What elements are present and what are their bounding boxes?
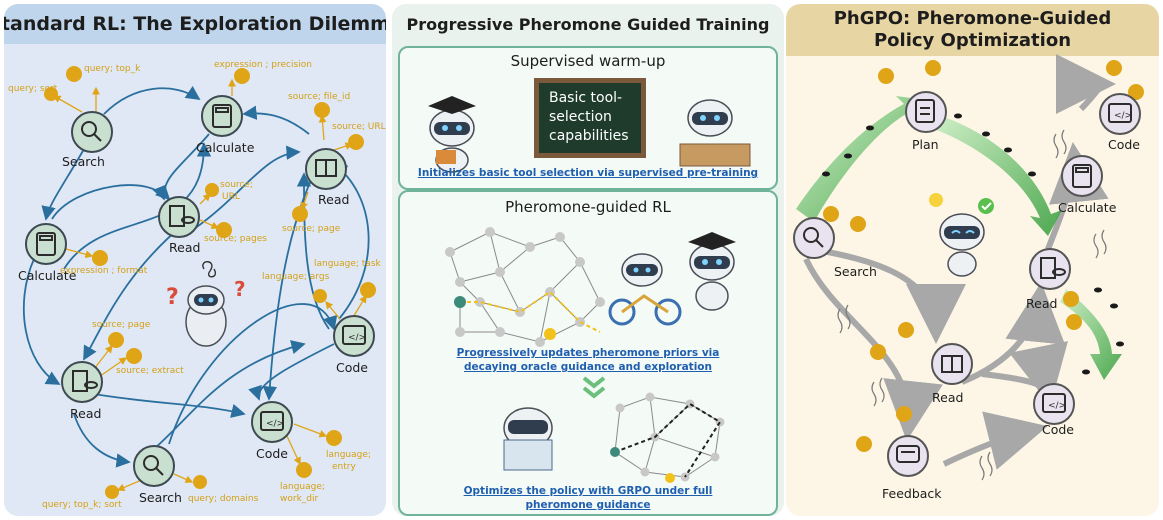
param-label: source; file_id	[288, 92, 351, 102]
board-text: Basic tool-	[549, 90, 623, 106]
node-label: Read	[1026, 296, 1058, 311]
grpo-caption: Optimizes the policy with GRPO under ful…	[410, 484, 766, 512]
plan-node	[905, 91, 947, 133]
professor-robot-icon	[688, 232, 736, 311]
param-label: query; top_k; sort	[42, 500, 122, 510]
node-label: Read	[169, 240, 201, 255]
node-label: Search	[62, 154, 105, 169]
param-label: language;	[326, 450, 371, 460]
search-node	[793, 217, 835, 259]
panel-title: Standard RL: The Exploration Dilemma	[4, 4, 386, 44]
search-node	[133, 445, 175, 487]
read-node	[1029, 248, 1071, 290]
warmup-caption: Initializes basic tool selection via sup…	[417, 167, 759, 179]
calculate-node	[201, 95, 243, 137]
param-label: language;	[280, 482, 325, 492]
param-label: entry	[332, 462, 356, 472]
lightbulb-icon	[929, 193, 943, 207]
param-label: query; sort	[8, 84, 58, 94]
svg-text:</>: </>	[266, 419, 284, 429]
title-line: Policy Optimization	[873, 30, 1072, 51]
read-node	[158, 196, 200, 238]
param-label: source;	[220, 180, 253, 190]
param-label: source; extract	[116, 366, 184, 376]
search-node	[71, 111, 113, 153]
svg-text:?: ?	[166, 285, 179, 310]
phgpo-graph: </> </>	[793, 54, 1144, 481]
happy-robot-icon	[929, 193, 994, 277]
caption-line: pheromone guidance	[525, 499, 651, 511]
rl-caption: Progressively updates pheromone priors v…	[410, 346, 766, 374]
svg-text:</>: </>	[1048, 401, 1066, 411]
node-label: Calculate	[18, 268, 77, 283]
param-label: expression ; format	[60, 266, 148, 276]
node-label: Calculate	[196, 140, 255, 155]
param-label: source; page	[282, 224, 341, 234]
caption-line: Optimizes the policy with GRPO under ful…	[463, 485, 713, 497]
param-label: source; page	[92, 320, 151, 330]
title-line: PhGPO: Pheromone-Guided	[833, 8, 1112, 29]
board-text: capabilities	[549, 128, 629, 144]
calculate-node	[1061, 155, 1103, 197]
map-robot-icon	[503, 407, 553, 471]
caption-line: Progressively updates pheromone priors v…	[456, 347, 720, 359]
confused-robot-icon: ? ?	[166, 261, 246, 347]
teacher-robot-icon	[428, 96, 476, 173]
param-label: query; domains	[188, 494, 259, 504]
svg-text:</>: </>	[348, 333, 366, 343]
pheromone-rl-box: Pheromone-guided RL	[398, 190, 778, 516]
read-node	[61, 361, 103, 403]
node-label: Search	[139, 490, 182, 505]
param-label: expression ; precision	[214, 60, 312, 70]
chalkboard: Basic tool- selection capabilities	[534, 78, 646, 158]
node-label: Calculate	[1058, 200, 1117, 215]
node-label: Code	[336, 360, 369, 375]
calculate-node	[25, 223, 67, 265]
param-label: source; pages	[204, 234, 267, 244]
panel-title: PhGPO: Pheromone-Guided Policy Optimizat…	[786, 4, 1159, 56]
panel-phgpo: PhGPO: Pheromone-Guided Policy Optimizat…	[786, 4, 1159, 516]
student-robot-icon	[679, 99, 751, 167]
panel-title: Progressive Pheromone Guided Training	[406, 14, 770, 34]
node-label: Code	[1108, 137, 1141, 152]
check-icon	[978, 198, 994, 214]
panel-progressive-training: Progressive Pheromone Guided Training Su…	[392, 4, 784, 516]
node-label: Read	[932, 390, 964, 405]
param-label: work_dir	[280, 494, 319, 504]
param-label: source; URL	[332, 122, 386, 132]
param-label: query; top_k	[84, 64, 141, 74]
node-label: Code	[256, 446, 289, 461]
panel-standard-rl: Standard RL: The Exploration Dilemma	[4, 4, 386, 516]
caption-line: decaying oracle guidance and exploration	[464, 361, 712, 373]
param-label: language; task	[314, 259, 381, 269]
board-text: selection	[549, 109, 612, 125]
exploration-graph: </> </> ? ?	[23, 66, 376, 499]
node-label: Search	[834, 264, 877, 279]
node-label: Read	[318, 192, 350, 207]
node-label: Plan	[912, 137, 939, 152]
warmup-box: Supervised warm-up Basic tool- selection…	[398, 46, 778, 190]
feedback-node	[887, 435, 929, 477]
bike-robot-icon	[608, 253, 682, 326]
svg-text:?: ?	[234, 277, 246, 301]
chevron-down-icon	[582, 376, 606, 399]
warmup-illustration	[428, 96, 751, 173]
node-label: Read	[70, 406, 102, 421]
node-label: Code	[1042, 422, 1075, 437]
warmup-heading: Supervised warm-up	[510, 52, 666, 70]
param-label: URL	[222, 192, 240, 202]
param-label: language; args	[262, 272, 330, 282]
pheromone-graph	[445, 227, 736, 483]
rl-heading: Pheromone-guided RL	[505, 198, 671, 216]
svg-text:</>: </>	[1114, 111, 1132, 121]
node-label: Feedback	[882, 486, 942, 501]
